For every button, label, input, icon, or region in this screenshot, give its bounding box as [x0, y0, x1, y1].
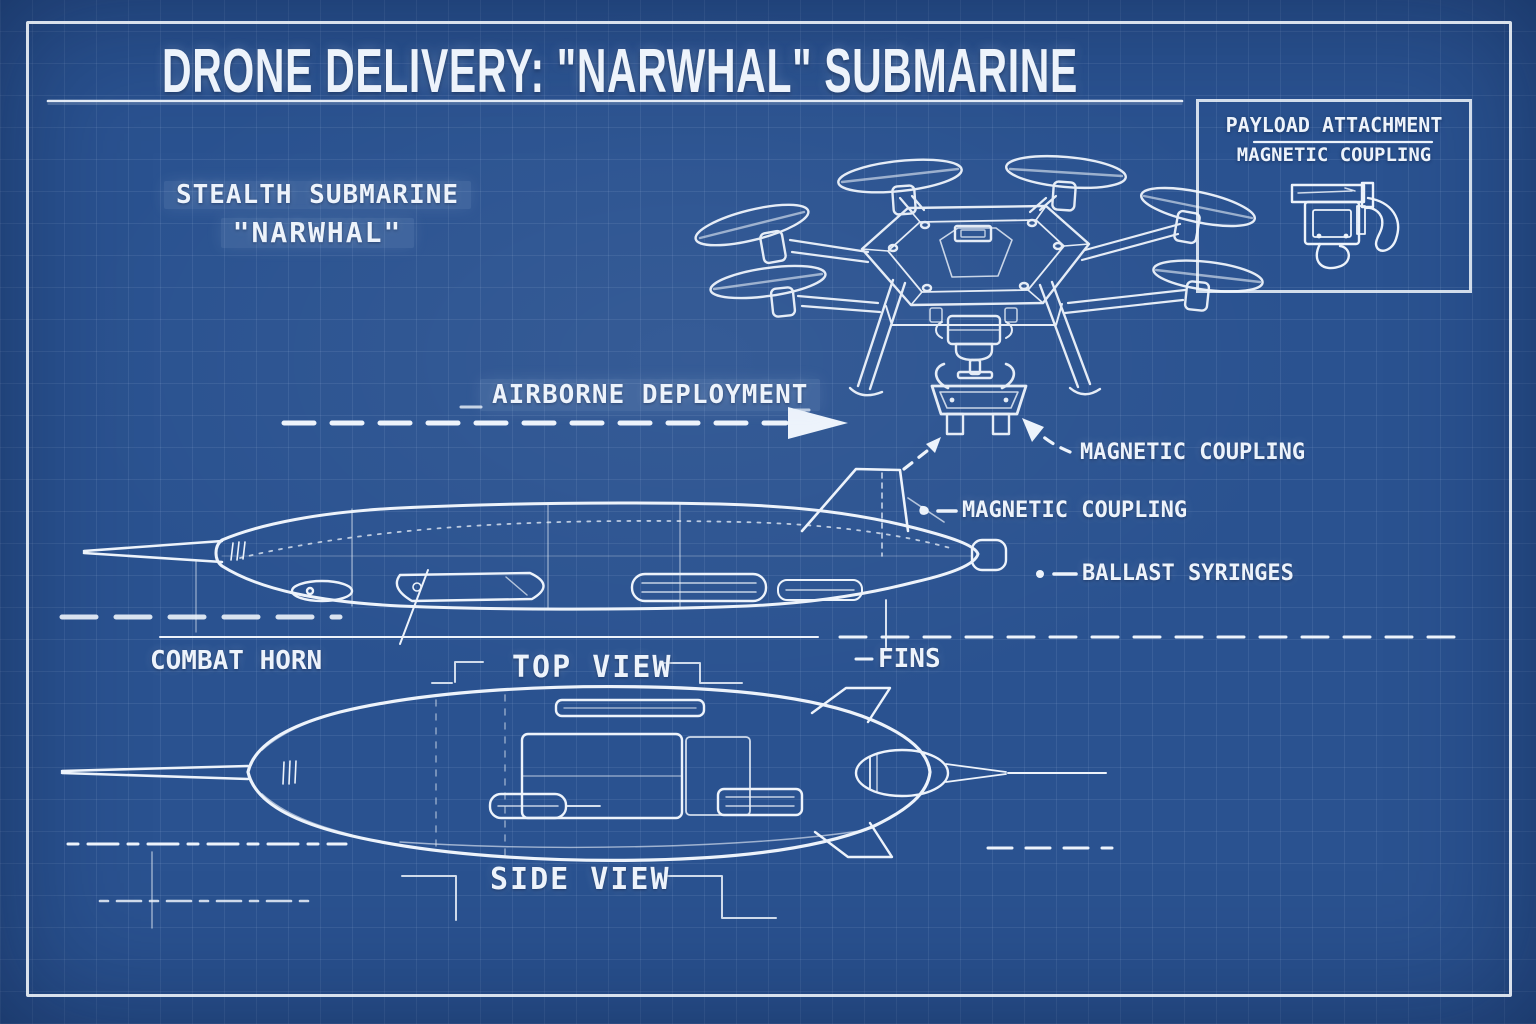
landing-legs: [850, 280, 1100, 395]
drone-arms: [790, 196, 1185, 313]
propeller-icon: [692, 152, 1264, 304]
magnetic-coupling-sail-label: MAGNETIC COUPLING: [962, 498, 1188, 523]
stealth-caption: STEALTH SUBMARINE "NARWHAL": [160, 181, 475, 248]
submarine-top-view: [62, 469, 1462, 637]
payload-panel-title: PAYLOAD ATTACHMENT: [1225, 113, 1443, 137]
payload-coupling: [932, 316, 1026, 434]
magnetic-coupling-drone-label: MAGNETIC COUPLING: [1080, 440, 1306, 465]
stealth-caption-line1: STEALTH SUBMARINE: [163, 181, 472, 209]
side-view-label: SIDE VIEW: [490, 862, 671, 897]
magnetic-coupling-icon: [1254, 142, 1432, 268]
payload-attachment-panel: PAYLOAD ATTACHMENT MAGNETIC COUPLING: [1196, 99, 1472, 293]
submarine-side-view: [62, 687, 1112, 928]
view-label-brackets: [402, 662, 776, 920]
motor-icon: [760, 181, 1210, 317]
top-view-label: TOP VIEW: [512, 650, 673, 685]
airborne-deployment-label: AIRBORNE DEPLOYMENT: [480, 379, 821, 411]
combat-horn-label: COMBAT HORN: [150, 646, 323, 676]
dashed-arrow-right: [284, 407, 848, 439]
title-underline: [48, 101, 1182, 104]
stealth-caption-line2: "NARWHAL": [220, 218, 415, 248]
page-title: DRONE DELIVERY: "NARWHAL" SUBMARINE: [162, 37, 1078, 106]
ballast-syringes-label: BALLAST SYRINGES: [1082, 561, 1294, 586]
drone-body: [862, 206, 1089, 325]
leader-lines: [196, 418, 1076, 659]
fins-label: FINS: [878, 644, 941, 674]
hexacopter-drone: [692, 152, 1264, 434]
payload-panel-subtitle: MAGNETIC COUPLING: [1236, 144, 1432, 166]
